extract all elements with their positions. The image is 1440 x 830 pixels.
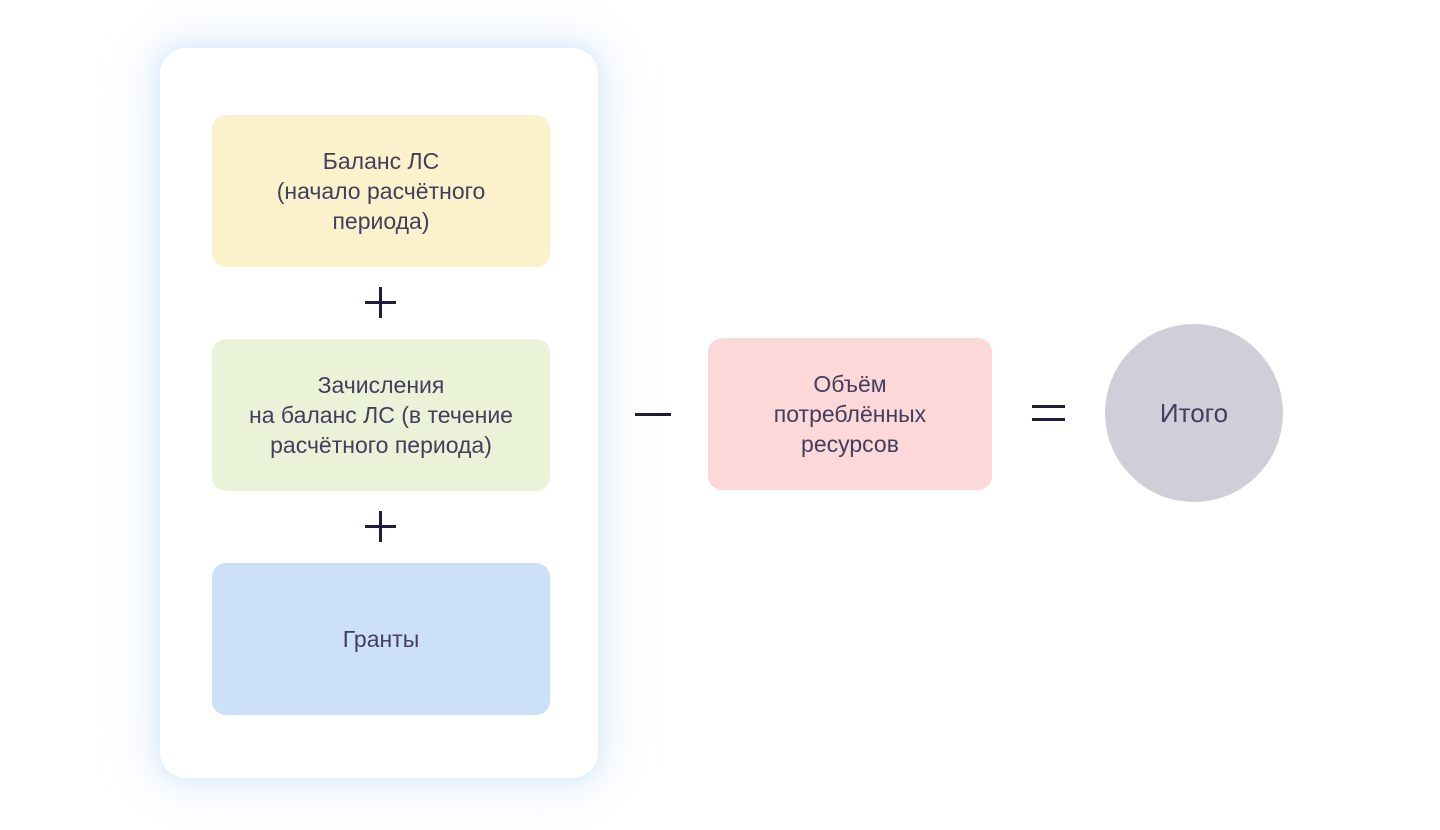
plus-icon bbox=[365, 287, 396, 318]
operands-card: Баланс ЛС (начало расчётного периода) За… bbox=[160, 48, 598, 778]
consumed-resources-box: Объём потреблённых ресурсов bbox=[708, 338, 992, 490]
balance-box: Баланс ЛС (начало расчётного периода) bbox=[212, 115, 550, 267]
grants-label: Гранты bbox=[342, 626, 420, 652]
plus-vertical-bar bbox=[379, 511, 382, 542]
equals-icon bbox=[1032, 405, 1065, 421]
consumed-resources-label: Объём потреблённых ресурсов bbox=[773, 371, 927, 457]
equals-bottom-bar bbox=[1032, 418, 1065, 421]
grants-box: Гранты bbox=[212, 563, 550, 715]
minus-icon bbox=[635, 413, 671, 416]
total-label: Итого bbox=[1159, 398, 1229, 428]
balance-label: Баланс ЛС (начало расчётного периода) bbox=[276, 148, 486, 234]
plus-icon bbox=[365, 511, 396, 542]
plus-vertical-bar bbox=[379, 287, 382, 318]
total-circle: Итого bbox=[1105, 324, 1283, 502]
equals-top-bar bbox=[1032, 405, 1065, 408]
topups-label: Зачисления на баланс ЛС (в течение расчё… bbox=[249, 372, 513, 458]
topups-box: Зачисления на баланс ЛС (в течение расчё… bbox=[212, 339, 550, 491]
